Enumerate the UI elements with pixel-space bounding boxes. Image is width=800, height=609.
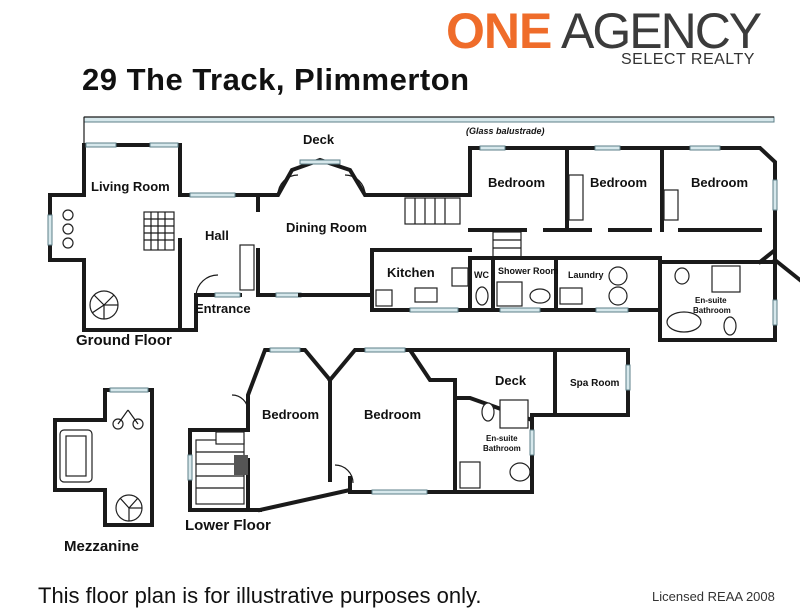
room-label-ensuite-top: En-suite [695,296,727,305]
room-label-wc: WC [474,270,489,280]
laundry-tub-icon [559,287,583,305]
room-label-bedroom-3: Bedroom [691,175,748,190]
wardrobe-icon [663,189,679,221]
floor-label-lower: Lower Floor [185,517,271,534]
fireplace-icon [62,209,74,249]
ground-floor-plan [47,116,800,342]
washer-icon [608,266,628,286]
basin-icon [529,288,551,304]
toilet-icon [475,286,489,306]
wardrobe-icon [215,431,245,445]
stove-icon [451,267,469,287]
bath-icon [666,311,702,333]
property-address: 29 The Track, Plimmerton [82,62,470,97]
room-label-hall: Hall [205,228,229,243]
shower-icon [711,265,741,293]
stairs-icon [143,211,175,251]
mezzanine-plan [53,387,154,527]
stairs-icon [492,231,522,259]
room-label-deck-lower: Deck [495,373,527,388]
room-label-kitchen: Kitchen [387,265,435,280]
basin-icon [674,267,690,285]
lower-floor-plan [187,347,631,513]
shower-icon [499,399,529,429]
room-label-dining-room: Dining Room [286,220,367,235]
room-label-lower-bedroom-1: Bedroom [262,407,319,422]
room-label-ensuite-lower: En-suite [486,434,518,443]
logo-brand-agency: AGENCY [561,3,762,59]
toilet-icon [481,402,495,422]
floor-label-ground: Ground Floor [76,332,172,349]
exercise-bike-icon [112,409,144,430]
stairs-icon [404,197,461,225]
room-label-shower-room: Shower Room [498,266,559,276]
room-label-lower-bedroom-2: Bedroom [364,407,421,422]
shower-icon [496,281,523,307]
licensed-text: Licensed REAA 2008 [652,589,775,604]
bedroom-block-walls [468,146,777,265]
disclaimer-text: This floor plan is for illustrative purp… [38,583,482,608]
room-label-spa-room: Spa Room [570,378,620,389]
glass-balustrade [83,116,775,123]
basin-icon [509,462,531,482]
logo-brand-one: ONE [446,3,552,59]
room-label-bedroom-2: Bedroom [590,175,647,190]
mezzanine-walls [53,388,154,527]
room-label-bedroom-1: Bedroom [488,175,545,190]
fridge-icon [375,289,393,307]
lower-bedroom-2-walls [257,476,352,513]
room-label-ensuite-top-bathroom: Bathroom [693,306,731,315]
floor-label-mezzanine: Mezzanine [64,538,139,555]
balustrade-label: (Glass balustrade) [466,126,545,136]
spiral-stair-icon [89,290,119,320]
spiral-stair-icon [115,494,143,522]
kitchen-walls [370,248,662,312]
room-label-living-room: Living Room [91,179,170,194]
ensuite-lower-walls [453,396,534,494]
logo-subtitle: SELECT REALTY [621,51,755,68]
wardrobe-icon [459,461,481,489]
dryer-icon [608,286,628,306]
room-label-laundry: Laundry [568,270,604,280]
room-label-deck: Deck [303,132,335,147]
room-label-entrance: Entrance [195,301,251,316]
wardrobe-icon [568,174,584,221]
wardrobe-icon [239,244,255,291]
sink-icon [414,287,438,303]
room-label-ensuite-lower-bathroom: Bathroom [483,444,521,453]
toilet-icon [723,316,737,336]
